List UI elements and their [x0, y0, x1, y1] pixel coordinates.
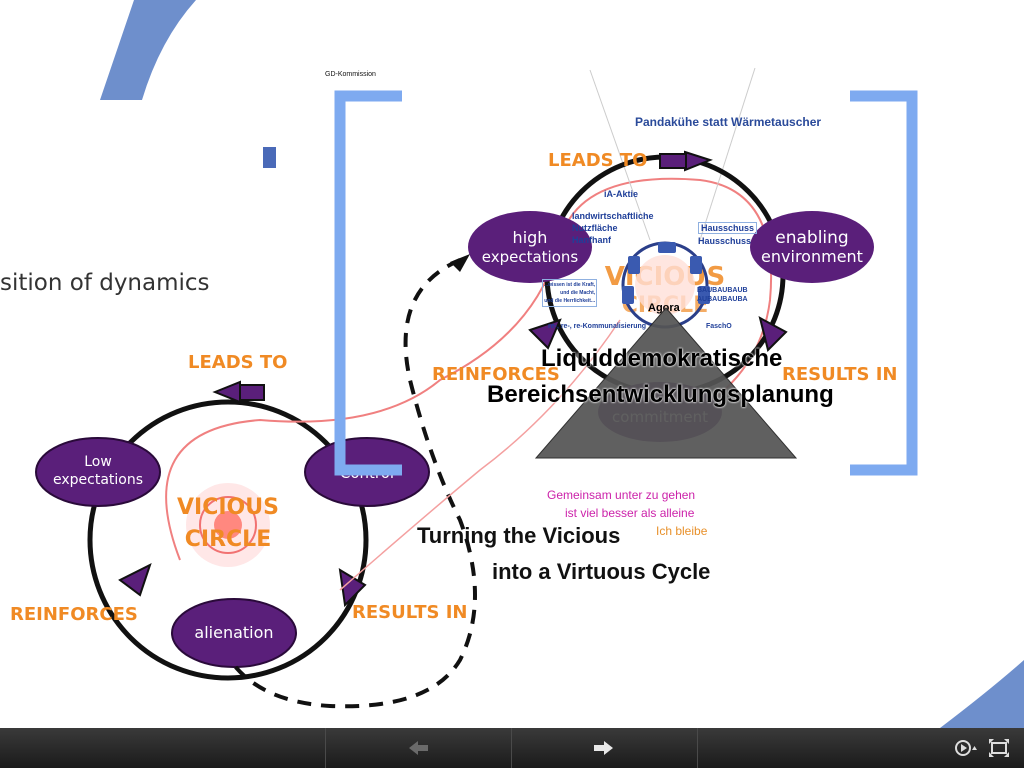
right-bracket — [850, 90, 918, 476]
ich-bleibe: Ich bleibe — [656, 524, 708, 538]
alienation-oval — [171, 598, 297, 668]
quote-line-2: und die Macht, — [560, 290, 596, 296]
frame-brackets — [334, 90, 918, 476]
liquid-title-1: Liquiddemokratische — [541, 345, 783, 372]
presentation-canvas: sition of dynamics Low expectations Cont… — [0, 0, 1024, 728]
left-leads-to: LEADS TO — [188, 352, 287, 373]
quote-line-1: ...wissen ist die Kraft, — [544, 282, 596, 288]
left-bracket — [334, 90, 402, 476]
next-button[interactable] — [590, 736, 618, 760]
right-results-in: RESULTS IN — [782, 364, 898, 385]
toolbar-divider — [697, 728, 698, 768]
alienation-label: alienation — [194, 623, 273, 642]
right-lower-left-arrow — [528, 318, 562, 350]
left-lower-left-arrow — [118, 563, 152, 597]
landwirt-3: Hanfhanf — [572, 235, 611, 245]
hausschuss-1: Hausschuss — [698, 222, 758, 234]
kommunal-text: re-, re-, re-Kommunalisierung — [548, 323, 647, 330]
fullscreen-icon — [989, 739, 1009, 757]
partial-heading: sition of dynamics — [0, 270, 210, 296]
landwirt-1: landwirtschaftliche — [572, 211, 654, 221]
toolbar-divider — [511, 728, 512, 768]
top-swoosh — [100, 0, 196, 100]
right-reinforces: REINFORCES — [432, 364, 560, 385]
toolbar-divider — [325, 728, 326, 768]
gemeinsam-line-2: ist viel besser als alleine — [565, 506, 695, 520]
left-results-in: RESULTS IN — [352, 602, 468, 623]
presentation-toolbar — [0, 728, 1024, 768]
agora-label: Agora — [648, 302, 680, 314]
fullscreen-button[interactable] — [985, 736, 1013, 760]
prev-button[interactable] — [405, 736, 433, 760]
enabling-label-1: enabling — [775, 228, 848, 248]
high-label-1: high — [513, 228, 548, 247]
autoplay-button[interactable] — [952, 736, 980, 760]
left-vicious-text: VICIOUS — [177, 495, 279, 520]
gemeinsam-line-1: Gemeinsam unter zu gehen — [547, 488, 696, 502]
landwirt-2: Nutzfläche — [572, 223, 618, 233]
arrow-right-icon — [594, 741, 613, 755]
left-reinforces: REINFORCES — [10, 604, 138, 625]
dashed-arrowhead — [450, 254, 470, 272]
turning-line-2: into a Virtuous Cycle — [492, 559, 711, 584]
arrow-left-icon — [409, 741, 428, 755]
kommission-label: GD-Kommission — [325, 71, 376, 78]
liquid-title-2: Bereichsentwicklungsplanung — [487, 381, 834, 408]
quote-line-3: und die Herrlichkeit... — [544, 298, 596, 304]
autoplay-icon — [955, 740, 977, 756]
background-decoration — [100, 0, 1024, 728]
hausschuss-2: Hausschuss — [698, 236, 752, 246]
low-label-2: expectations — [53, 472, 143, 488]
high-expectations-oval — [468, 211, 592, 283]
right-leads-to: LEADS TO — [548, 150, 647, 171]
right-top-arrow — [684, 150, 713, 172]
turning-line-1: Turning the Vicious — [417, 523, 621, 548]
fascho-text: FaschO — [706, 323, 732, 330]
left-cycle-ring — [87, 399, 369, 681]
panda-text: Pandakühe statt Wärmetauscher — [635, 115, 822, 129]
low-expectations-oval — [35, 437, 161, 507]
dashed-connector — [228, 258, 477, 709]
bottom-right-swoosh — [940, 660, 1024, 728]
left-vicious-cycle: Low expectations Control alienation LEAD… — [10, 352, 468, 681]
enabling-label-2: environment — [761, 247, 863, 266]
high-label-2: expectations — [482, 248, 579, 266]
right-lower-right-arrow — [758, 316, 788, 352]
baubau-1: BAUBAUBAUB — [697, 287, 748, 294]
enabling-environment-oval — [750, 211, 874, 283]
agora-segments — [622, 242, 710, 304]
ia-aktie: iA-Aktie — [604, 189, 639, 199]
baubau-2: AUBAUBAUBA — [697, 296, 748, 303]
low-label-1: Low — [84, 454, 112, 470]
quote-box: ...wissen ist die Kraft, und die Macht, … — [542, 279, 598, 307]
pyramid-shape — [534, 307, 798, 459]
left-circle-text: CIRCLE — [185, 527, 271, 552]
small-blue-square — [263, 147, 276, 168]
